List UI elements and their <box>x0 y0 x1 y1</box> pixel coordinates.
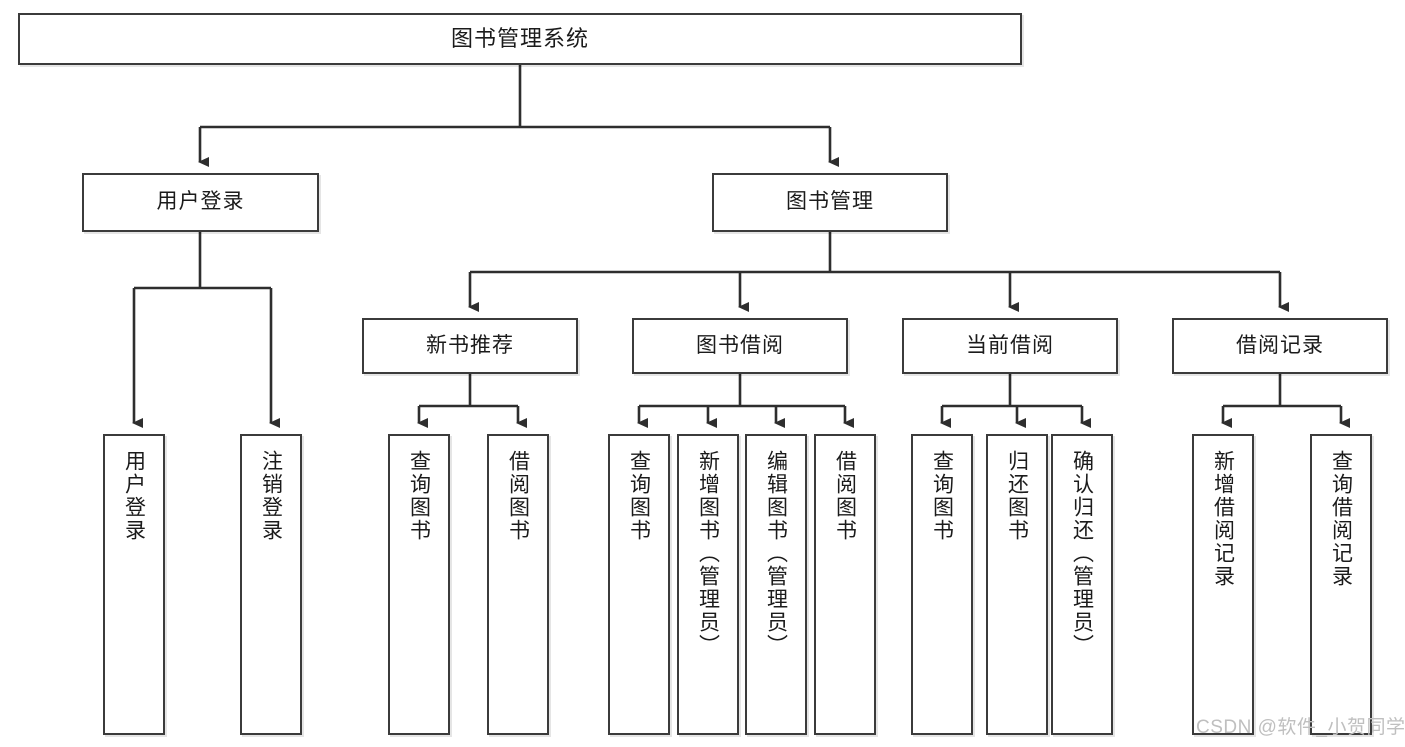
node-label: 新增借阅记录 <box>1211 450 1235 588</box>
leaf-add-borrow-record[interactable]: 新增借阅记录 <box>1192 434 1254 735</box>
node-label: 图书管理系统 <box>450 26 589 52</box>
leaf-edit-book[interactable]: 编辑图书（管理员） <box>745 434 807 735</box>
leaf-return-book[interactable]: 归还图书 <box>986 434 1048 735</box>
node-label: 用户登录 <box>122 450 146 542</box>
leaf-add-book[interactable]: 新增图书（管理员） <box>677 434 739 735</box>
watermark: CSDN @软件_小贺同学 <box>1196 717 1405 738</box>
node-label: 新书推荐 <box>426 333 514 357</box>
node-book-borrow[interactable]: 图书借阅 <box>632 318 848 374</box>
node-label: 图书管理 <box>786 190 874 214</box>
node-book-management-system[interactable]: 图书管理系统 <box>18 13 1022 65</box>
leaf-borrow-book-2[interactable]: 借阅图书 <box>814 434 876 735</box>
leaf-logout[interactable]: 注销登录 <box>240 434 302 735</box>
leaf-query-borrow-record[interactable]: 查询借阅记录 <box>1310 434 1372 735</box>
node-label: 归还图书 <box>1005 450 1029 542</box>
leaf-user-login[interactable]: 用户登录 <box>103 434 165 735</box>
node-label: 编辑图书（管理员） <box>764 450 788 657</box>
leaf-query-book-3[interactable]: 查询图书 <box>911 434 973 735</box>
node-label: 用户登录 <box>156 190 245 214</box>
node-label: 借阅图书 <box>506 450 530 542</box>
leaf-query-book-2[interactable]: 查询图书 <box>608 434 670 735</box>
leaf-borrow-book-1[interactable]: 借阅图书 <box>487 434 549 735</box>
node-label: 借阅记录 <box>1236 333 1324 357</box>
node-current-borrow[interactable]: 当前借阅 <box>902 318 1118 374</box>
node-label: 确认归还（管理员） <box>1070 450 1094 657</box>
leaf-confirm-return[interactable]: 确认归还（管理员） <box>1051 434 1113 735</box>
node-label: 注销登录 <box>259 450 283 542</box>
node-new-book-recommend[interactable]: 新书推荐 <box>362 318 578 374</box>
node-user-login[interactable]: 用户登录 <box>82 173 319 232</box>
node-borrow-record[interactable]: 借阅记录 <box>1172 318 1388 374</box>
leaf-query-book-1[interactable]: 查询图书 <box>388 434 450 735</box>
node-label: 图书借阅 <box>696 333 784 357</box>
node-book-manage[interactable]: 图书管理 <box>712 173 948 232</box>
node-label: 查询借阅记录 <box>1329 450 1353 588</box>
node-label: 借阅图书 <box>833 450 857 542</box>
node-label: 查询图书 <box>930 450 954 542</box>
node-label: 当前借阅 <box>966 333 1054 357</box>
node-label: 查询图书 <box>627 450 651 542</box>
node-label: 查询图书 <box>407 450 431 542</box>
node-label: 新增图书（管理员） <box>696 450 720 657</box>
